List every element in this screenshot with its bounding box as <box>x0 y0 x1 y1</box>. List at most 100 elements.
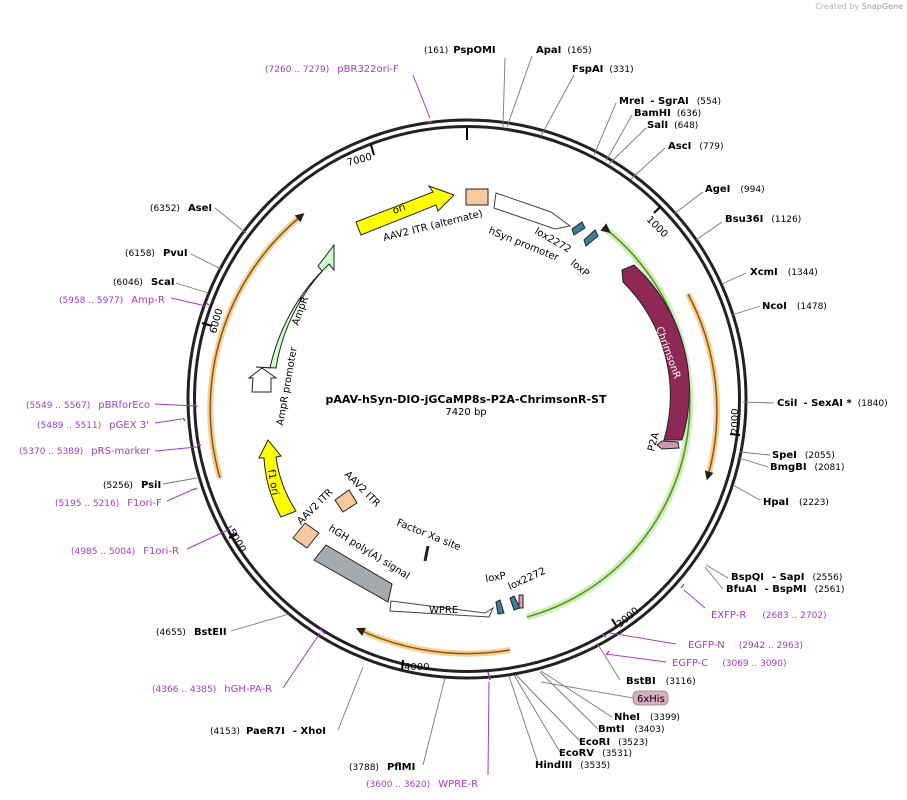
enzyme-sali: SalI(648) <box>647 120 698 131</box>
enzyme-ncoi: NcoI(1478) <box>762 301 827 312</box>
enzyme-bamhi: BamHI(636) <box>634 108 701 119</box>
primer-name: pBR322ori-F <box>337 64 399 75</box>
enzyme-name: Bsu36I <box>725 214 763 225</box>
feature-chrimsonr <box>621 264 690 441</box>
feature-wpre <box>389 600 495 618</box>
enzyme-name: XcmI <box>750 267 778 278</box>
enzyme-mrei: MreI - SgrAI (554) <box>619 96 721 107</box>
primer-name: EXFP-R <box>711 610 746 621</box>
backbone-inner <box>193 125 741 673</box>
tick-label: 4000 <box>404 662 429 673</box>
enzyme-name: PaeR7I <box>246 726 285 737</box>
primer-pos: (5370 .. 5389) <box>19 447 83 457</box>
enzyme-name: BstEII <box>194 627 227 638</box>
enzyme-name: AseI <box>188 203 212 214</box>
enzyme-pos: (2081) <box>815 463 845 473</box>
enzyme-spei: SpeI(2055) <box>772 450 835 461</box>
orange-arc-bottom-core <box>355 627 511 655</box>
feature-factorxa <box>423 545 430 562</box>
enzyme-pos: (3399) <box>650 713 680 723</box>
feature-itr-alt <box>465 188 489 206</box>
feature-ori <box>355 185 455 236</box>
enzyme-ecorv: EcoRV(3531) <box>559 748 632 759</box>
enzyme-pflmi: (3788) PflMI <box>349 762 415 773</box>
plasmid-length: 7420 bp <box>445 407 486 418</box>
primer-egfp-n: EGFP-N(2942 .. 2963) <box>688 640 803 651</box>
enzyme-bspqi: BspQI - SapI (2556) <box>731 572 842 583</box>
enzyme-pos: (3531) <box>602 749 632 759</box>
feature-p2a-label: P2A <box>646 431 662 453</box>
primer-pos: (7260 .. 7279) <box>265 65 329 75</box>
primer-leaders <box>154 74 706 776</box>
enzyme-pos: (2556) <box>812 573 842 583</box>
enzyme-pos: (6046) <box>113 278 143 288</box>
enzyme-asei: (6352) AseI <box>150 203 212 214</box>
enzyme-csii: CsiI- SexAI *(1840) <box>777 398 888 409</box>
enzyme-name: BamHI <box>634 108 671 119</box>
enzyme-pos: (1478) <box>797 302 827 312</box>
feature-f1ori <box>258 439 297 518</box>
primer-f1ori-f: (5195 .. 5216) F1ori-F <box>55 498 162 509</box>
primer-name: hGH-PA-R <box>224 684 272 695</box>
enzyme-name: BspQI <box>731 572 764 583</box>
enzyme-pos: (165) <box>567 46 591 56</box>
primer-name: F1ori-F <box>127 498 162 509</box>
tick-2000: 2000 <box>729 409 741 436</box>
enzyme-name: AgeI <box>705 184 730 195</box>
enzyme-nhei: NheI (3399) <box>614 712 680 723</box>
enzyme-asci: AscI(779) <box>668 141 724 152</box>
enzyme-pos: (994) <box>740 185 764 195</box>
feature-loxp-bottom <box>495 599 505 615</box>
enzyme-name: PspOMI <box>453 45 495 56</box>
feature-itr-bottom-2 <box>334 489 358 513</box>
primer-pos: (4985 .. 5004) <box>71 547 135 557</box>
feature-p2a <box>656 440 680 450</box>
enzyme-name: NheI <box>614 712 640 723</box>
enzyme-pos: (4655) <box>156 628 186 638</box>
feature-amp-promoter <box>247 367 278 393</box>
primer-pbr322ori-f: (7260 .. 7279) pBR322ori-F <box>265 64 399 75</box>
primer-egfp-c: EGFP-C(3069 .. 3090) <box>672 658 787 669</box>
primer-name: WPRE-R <box>438 779 478 790</box>
enzyme-name: PflMI <box>387 762 415 773</box>
primer-name: pRS-marker <box>91 446 151 457</box>
enzyme-pos: (1344) <box>788 268 818 278</box>
primer-pos: (5195 .. 5216) <box>55 499 119 509</box>
enzyme-pos: (554) <box>697 97 721 107</box>
enzyme-name: MreI <box>619 96 644 107</box>
enzyme-pos: (779) <box>699 142 723 152</box>
enzyme-name: BfuAI <box>726 584 757 595</box>
enzyme-pos: (3788) <box>349 763 379 773</box>
enzyme-pos: (6158) <box>125 249 155 259</box>
enzyme-xcmi: XcmI (1344) <box>750 267 818 278</box>
watermark-prefix: Created by <box>815 2 860 11</box>
primer-pos: (5958 .. 5977) <box>59 296 123 306</box>
enzyme-name: HindIII <box>535 760 572 771</box>
feature-loxp-bottom-label: loxP <box>485 571 507 585</box>
enzyme-extra: - SexAI * <box>803 398 852 409</box>
feature-ampr <box>255 243 335 369</box>
enzyme-extra: - SgrAI <box>650 96 688 107</box>
primer-labels: (7260 .. 7279) pBR322ori-F EXFP-R(2683 ..… <box>19 64 827 790</box>
feature-loxp-top <box>583 229 599 247</box>
enzyme-name: PsiI <box>141 480 161 491</box>
enzyme-pos: (648) <box>674 121 698 131</box>
enzyme-hpai: HpaI(2223) <box>763 497 829 508</box>
enzyme-pos: (6352) <box>150 204 180 214</box>
orange-arc-bottom <box>358 627 511 657</box>
enzyme-pos: (3116) <box>666 677 696 687</box>
enzyme-name: BmgBI <box>770 462 807 473</box>
primer-pos: (5489 .. 5511) <box>37 421 101 431</box>
enzyme-bfuai: BfuAI- BspMI(2561) <box>726 584 845 595</box>
enzyme-pos: (331) <box>609 65 633 75</box>
primer-hgh-pa-r: (4366 .. 4385)hGH-PA-R <box>152 684 272 695</box>
feature-lox2272-top <box>571 221 586 236</box>
enzyme-extra: - SapI <box>772 572 804 583</box>
primer-wpre-r: (3600 .. 3620)WPRE-R <box>366 779 478 790</box>
enzyme-pos: (1126) <box>771 215 801 225</box>
enzyme-name: ScaI <box>151 277 175 288</box>
primer-exfp-r: EXFP-R(2683 .. 2702) <box>711 610 827 621</box>
backbone-outer <box>186 118 748 680</box>
enzyme-pos: (2561) <box>815 585 845 595</box>
